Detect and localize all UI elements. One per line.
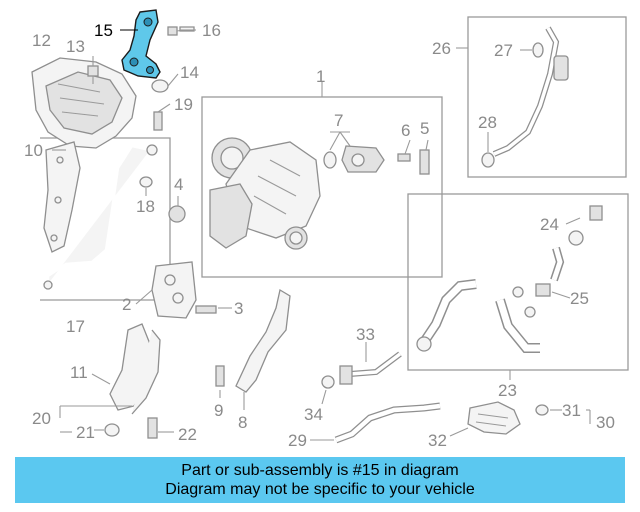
part-15-heat-shield[interactable] (121, 9, 161, 79)
part-27-washer[interactable] (532, 42, 544, 58)
part-10-gasket[interactable] (43, 141, 81, 253)
callout-31: 31 (562, 401, 581, 420)
part-6-bolt[interactable] (397, 153, 411, 162)
callout-7: 7 (334, 111, 343, 130)
part-11-bracket[interactable] (109, 323, 161, 415)
part-8-bracket[interactable] (235, 288, 291, 393)
part-12-exhaust-manifold[interactable] (31, 57, 137, 149)
part-26-oil-line[interactable] (492, 26, 569, 157)
part-32-heat-shield[interactable] (467, 401, 521, 435)
banner-line-part: Part or sub-assembly is #15 in diagram (181, 462, 459, 479)
callout-3: 3 (234, 299, 243, 318)
info-banner: Part or sub-assembly is #15 in diagram D… (15, 457, 625, 503)
part-25-clamp[interactable] (512, 283, 551, 318)
part-21-gasket[interactable] (104, 423, 120, 437)
callout-20: 20 (32, 409, 51, 428)
parts-diagram: 1 2 3 4 5 6 7 8 9 10 11 12 13 14 15 16 1… (24, 9, 629, 450)
banner-line-disclaimer: Diagram may not be specific to your vehi… (165, 481, 475, 498)
callout-17: 17 (66, 317, 85, 336)
callout-11: 11 (70, 363, 88, 382)
part-7-wastegate-actuator[interactable] (323, 145, 385, 173)
callout-2: 2 (122, 295, 131, 314)
callout-24: 24 (540, 215, 559, 234)
oil-line-group-box (467, 16, 627, 178)
callout-16: 16 (202, 21, 221, 40)
callout-28: 28 (478, 113, 497, 132)
part-28-washer[interactable] (481, 152, 495, 168)
leader-lines (52, 29, 591, 441)
callout-18: 18 (136, 197, 155, 216)
part-18-fitting[interactable] (139, 176, 153, 188)
part-17-oil-line[interactable] (43, 144, 158, 290)
part-9-bolt[interactable] (215, 365, 225, 387)
part-3-stud[interactable] (195, 305, 217, 314)
callout-19: 19 (174, 95, 193, 114)
callout-23: 23 (498, 381, 517, 400)
callout-14: 14 (180, 63, 199, 82)
callout-29: 29 (288, 431, 307, 450)
callout-8: 8 (238, 413, 247, 432)
part-2-gasket[interactable] (151, 261, 197, 319)
callout-33: 33 (356, 325, 375, 344)
callout-1: 1 (316, 67, 325, 86)
callout-6: 6 (401, 121, 410, 140)
callout-labels: 1 2 3 4 5 6 7 8 9 10 11 12 13 14 15 16 1… (24, 21, 615, 450)
callout-13: 13 (66, 37, 85, 56)
part-19-bolt[interactable] (153, 111, 163, 131)
part-23-coolant-hose[interactable] (416, 205, 603, 353)
callout-4: 4 (174, 175, 183, 194)
part-34-gasket[interactable] (321, 375, 335, 389)
callout-15[interactable]: 15 (94, 21, 113, 40)
callout-30: 30 (596, 413, 615, 432)
part-33-coolant-pipe[interactable] (339, 351, 402, 385)
callout-12: 12 (32, 31, 51, 50)
callout-9: 9 (214, 401, 223, 420)
callout-22: 22 (178, 425, 197, 444)
part-1-turbocharger[interactable] (209, 137, 321, 250)
callout-32: 32 (428, 431, 447, 450)
part-29-pipe[interactable] (334, 402, 441, 444)
callout-26: 26 (432, 39, 451, 58)
callout-10: 10 (24, 141, 43, 160)
callout-5: 5 (420, 119, 429, 138)
part-31-gasket[interactable] (535, 404, 549, 416)
part-22-bolt[interactable] (147, 417, 158, 439)
part-14-gasket[interactable] (151, 79, 169, 93)
callout-25: 25 (570, 289, 589, 308)
callout-34: 34 (304, 405, 323, 424)
part-4-plug[interactable] (168, 205, 186, 223)
part-16-bolt[interactable] (167, 26, 195, 36)
part-5-sensor[interactable] (419, 149, 430, 175)
callout-21: 21 (76, 423, 95, 442)
callout-27: 27 (494, 41, 513, 60)
coolant-line-group-box (407, 193, 629, 371)
